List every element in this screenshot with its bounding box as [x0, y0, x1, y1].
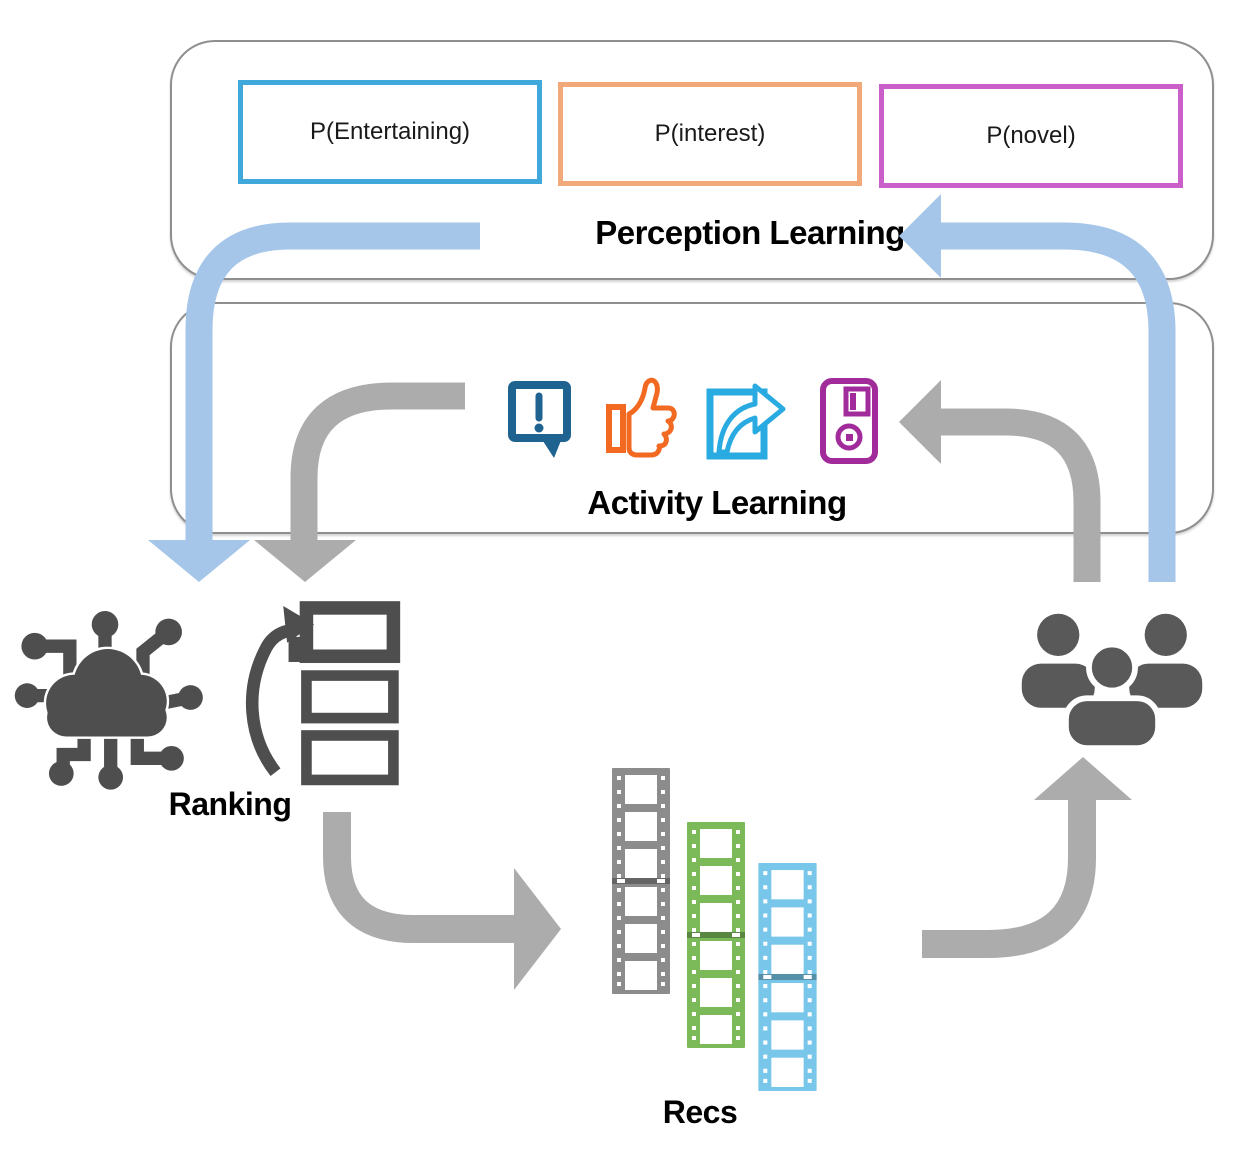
- share-icon: [706, 383, 786, 460]
- ranking-label: Ranking: [168, 786, 292, 822]
- probability-label: P(interest): [654, 120, 766, 147]
- users-group-icon: [1021, 613, 1203, 751]
- probability-label: P(Entertaining): [309, 118, 471, 145]
- film-strip-icon: [758, 863, 817, 1091]
- comment-exclamation-icon: [508, 381, 571, 458]
- probability-box-interest: P(interest): [558, 82, 862, 186]
- film-strip-icon: [687, 822, 745, 1048]
- sort-ranking-icon: [245, 601, 401, 786]
- arrow-ranking-to-recs: [323, 812, 561, 990]
- probability-box-novel: P(novel): [879, 84, 1183, 188]
- arrow-recs-to-users: [922, 757, 1132, 958]
- recs-label: Recs: [662, 1094, 738, 1130]
- activity-learning-panel: Activity Learning: [170, 302, 1214, 534]
- machine-learning-cloud-icon: [14, 611, 203, 790]
- probability-box-entertaining: P(Entertaining): [238, 80, 542, 184]
- thumbs-up-icon: [606, 377, 677, 458]
- probability-label: P(novel): [986, 122, 1076, 149]
- activity-learning-title: Activity Learning: [587, 484, 847, 521]
- perception-learning-panel: P(Entertaining) P(interest) P(novel) Per…: [170, 40, 1214, 280]
- perception-learning-title: Perception Learning: [595, 214, 905, 251]
- film-strip-icon: [612, 768, 670, 994]
- save-icon: [820, 378, 878, 464]
